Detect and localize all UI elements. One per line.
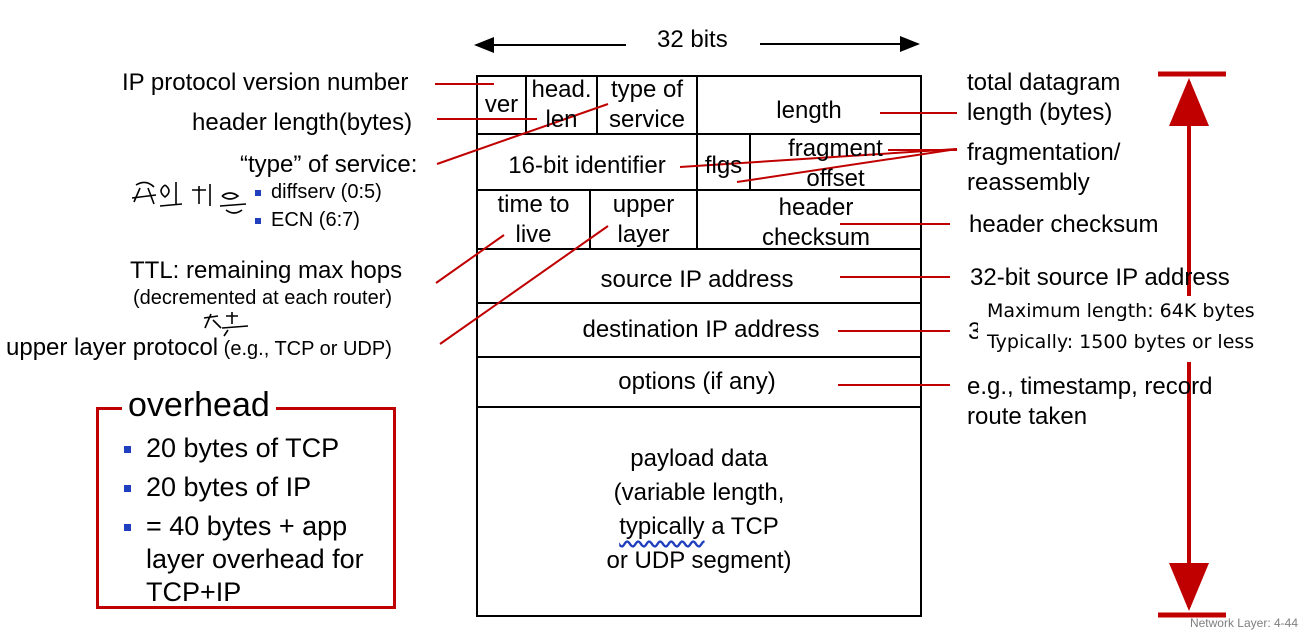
field-length-text: length	[776, 97, 842, 124]
label-options-2: route taken	[967, 403, 1088, 430]
max-length-note-line-2: Typically: 1500 bytes or less	[987, 331, 1255, 353]
field-upper-layer-text-1: upper	[612, 190, 675, 218]
field-flags: flgs	[697, 138, 750, 194]
bullet-icon	[124, 446, 131, 453]
payload-text-3: typically a TCP	[619, 510, 779, 544]
field-header-checksum: header checksum	[697, 192, 935, 254]
field-checksum-text-1: header	[778, 194, 854, 221]
payload-tcp: a TCP	[704, 513, 779, 540]
field-tos-text-1: type of	[610, 76, 684, 103]
handwritten-annotation-1	[131, 181, 247, 214]
label-fragmentation-1: fragmentation/	[967, 139, 1121, 166]
bullet-icon	[124, 524, 131, 531]
field-identifier: 16-bit identifier	[477, 138, 697, 194]
field-ttl: time to live	[477, 190, 590, 249]
label-type-of-service: “type” of service:	[240, 151, 418, 178]
field-identifier-text: 16-bit identifier	[508, 152, 666, 179]
field-destination-ip-text: destination IP address	[582, 316, 820, 343]
bullet-icon	[124, 485, 131, 492]
bullet-icon	[255, 217, 261, 224]
field-ttl-text-2: live	[515, 220, 552, 248]
field-header-length-text-2: len	[545, 106, 578, 133]
overhead-item-text: 20 bytes of TCP	[146, 433, 340, 463]
field-fragment-offset-text-2: offset	[806, 165, 865, 192]
field-fragment-offset-text-1: fragment	[788, 135, 883, 162]
field-source-ip: source IP address	[477, 253, 917, 307]
max-length-note: Maximum length: 64K bytes Typically: 150…	[978, 296, 1292, 362]
overhead-item-text: 20 bytes of IP	[146, 472, 312, 502]
overhead-item: 20 bytes of IP	[124, 471, 364, 504]
field-tos-text-2: service	[608, 106, 686, 133]
field-header-length: head. len	[526, 76, 597, 134]
field-upper-layer-text-2: layer	[617, 220, 670, 248]
field-options-text: options (if any)	[618, 368, 776, 395]
label-fragmentation-2: reassembly	[967, 169, 1090, 196]
tos-item-text: diffserv (0:5)	[271, 181, 382, 203]
bullet-icon	[255, 189, 261, 196]
field-payload: payload data (variable length, typically…	[477, 440, 921, 580]
field-version-text: ver	[484, 91, 519, 118]
payload-typically: typically	[619, 513, 705, 540]
field-fragment-offset: fragment offset	[750, 134, 921, 194]
label-options-1: e.g., timestamp, record	[967, 373, 1213, 400]
label-total-length-1: total datagram	[967, 69, 1121, 96]
label-header-length: header length(bytes)	[192, 109, 413, 136]
label-header-checksum: header checksum	[969, 211, 1159, 238]
label-upper-protocol: upper layer protocol (e.g., TCP or UDP)	[6, 334, 392, 362]
field-flags-text: flgs	[704, 152, 743, 179]
pointer-lines	[435, 83, 958, 386]
field-upper-layer: upper layer	[590, 190, 697, 249]
tos-item-text: ECN (6:7)	[271, 209, 360, 231]
bits-label: 32 bits	[657, 26, 728, 53]
field-version: ver	[477, 76, 526, 134]
label-ttl-note: (decremented at each router)	[133, 287, 393, 309]
overhead-list: 20 bytes of TCP 20 bytes of IP = 40 byte…	[124, 432, 364, 615]
payload-text-1: payload data	[630, 445, 768, 472]
field-checksum-text-2: checksum	[761, 224, 871, 251]
payload-text-4: or UDP segment)	[606, 547, 792, 574]
overhead-item: 20 bytes of TCP	[124, 432, 364, 465]
handwritten-annotation-2	[203, 312, 249, 337]
field-ttl-text-1: time to	[497, 190, 570, 218]
footer-page-label: Network Layer: 4-44	[1189, 616, 1298, 630]
field-options: options (if any)	[477, 357, 917, 407]
label-version: IP protocol version number	[122, 69, 409, 96]
max-length-note-line-1: Maximum length: 64K bytes	[987, 300, 1255, 322]
overhead-item-text: = 40 bytes + app layer overhead for TCP+…	[146, 511, 364, 607]
field-type-of-service: type of service	[597, 76, 697, 134]
tos-item-ecn: ECN (6:7)	[255, 209, 360, 232]
field-header-length-text-1: head.	[531, 76, 592, 103]
label-total-length-2: length (bytes)	[967, 99, 1113, 126]
label-upper-protocol-main: upper layer protocol	[6, 334, 219, 361]
overhead-item: = 40 bytes + app layer overhead for TCP+…	[124, 510, 364, 609]
field-length: length	[697, 76, 921, 146]
field-destination-ip: destination IP address	[477, 303, 925, 357]
overhead-title: overhead	[122, 386, 276, 425]
payload-text-2: (variable length,	[613, 479, 785, 506]
label-ttl: TTL: remaining max hops	[130, 257, 403, 284]
label-source-ip: 32-bit source IP address	[970, 264, 1230, 291]
label-upper-protocol-example: (e.g., TCP or UDP)	[218, 338, 392, 360]
tos-item-diffserv: diffserv (0:5)	[255, 181, 382, 204]
field-source-ip-text: source IP address	[600, 266, 794, 293]
